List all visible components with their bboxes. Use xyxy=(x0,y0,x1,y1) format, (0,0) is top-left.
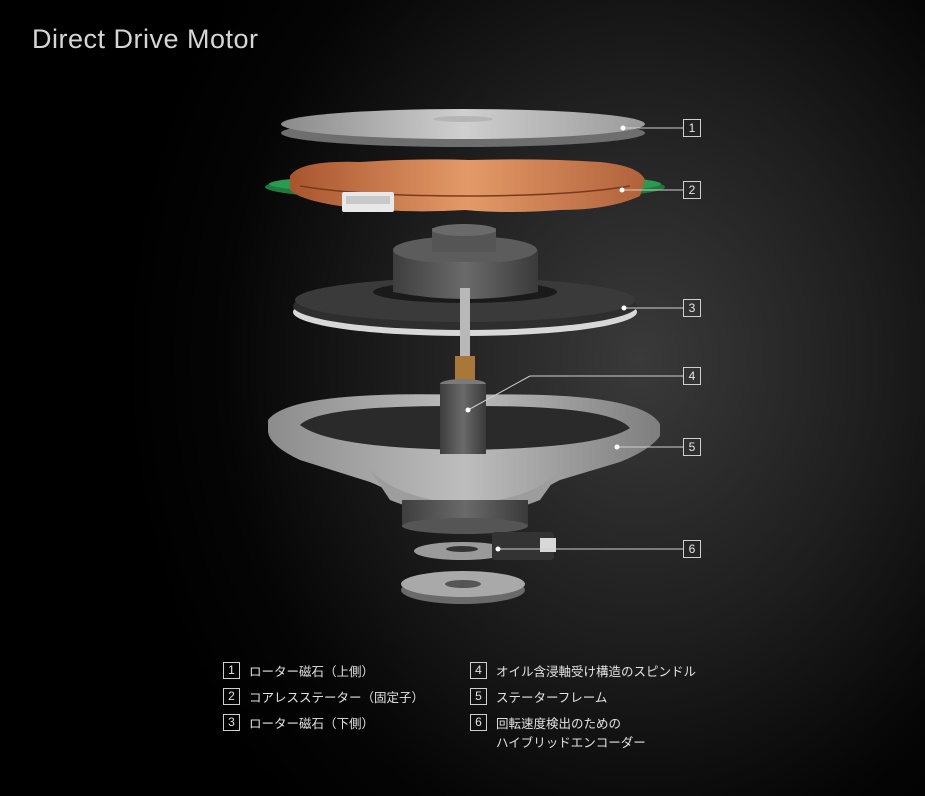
legend-item-4: 4 オイル含浸軸受け構造のスピンドル xyxy=(470,662,696,681)
legend-item-2: 2 コアレスステーター（固定子） xyxy=(223,688,424,707)
leader-dots xyxy=(465,125,627,552)
legend-number: 5 xyxy=(470,688,487,705)
legend-label: ハイブリッドエンコーダー xyxy=(496,735,646,750)
legend-item-3: 3 ローター磁石（下側） xyxy=(223,714,374,733)
coreless-stator xyxy=(265,159,665,212)
leader-dot-1 xyxy=(620,125,626,131)
legend-number: 2 xyxy=(223,688,240,705)
legend-label: オイル含浸軸受け構造のスピンドル xyxy=(496,664,697,679)
callout-6: 6 xyxy=(683,540,701,558)
legend-number: 3 xyxy=(223,714,240,731)
leader-line-4a xyxy=(467,375,531,411)
legend-item-6: 6 回転速度検出のためのハイブリッドエンコーダー xyxy=(470,714,646,752)
leader-dot-6 xyxy=(495,546,501,552)
callout-3: 3 xyxy=(683,299,701,317)
legend-label: 回転速度検出のための xyxy=(496,716,622,731)
legend-label: コアレスステーター（固定子） xyxy=(249,690,425,705)
legend-item-1: 1 ローター磁石（上側） xyxy=(223,662,374,681)
legend-label: ローター磁石（下側） xyxy=(249,716,375,731)
callout-5: 5 xyxy=(683,438,701,456)
legend-number: 6 xyxy=(470,714,487,731)
leader-lines xyxy=(467,127,683,550)
leader-dot-5 xyxy=(614,444,620,450)
leader-dot-2 xyxy=(619,187,625,193)
legend-label: ローター磁石（上側） xyxy=(249,664,375,679)
callout-2: 2 xyxy=(683,181,701,199)
leader-dot-3 xyxy=(621,305,627,311)
legend-label: ステーターフレーム xyxy=(496,690,608,705)
legend-number: 4 xyxy=(470,662,487,679)
leader-dot-4 xyxy=(465,407,471,413)
callout-1: 1 xyxy=(683,119,701,137)
legend-item-5: 5 ステーターフレーム xyxy=(470,688,607,707)
callout-4: 4 xyxy=(683,367,701,385)
rotor-magnet-upper xyxy=(281,109,645,147)
legend-number: 1 xyxy=(223,662,240,679)
stator-frame xyxy=(268,384,660,534)
hybrid-encoder xyxy=(401,532,556,604)
page-title: Direct Drive Motor xyxy=(32,24,259,54)
